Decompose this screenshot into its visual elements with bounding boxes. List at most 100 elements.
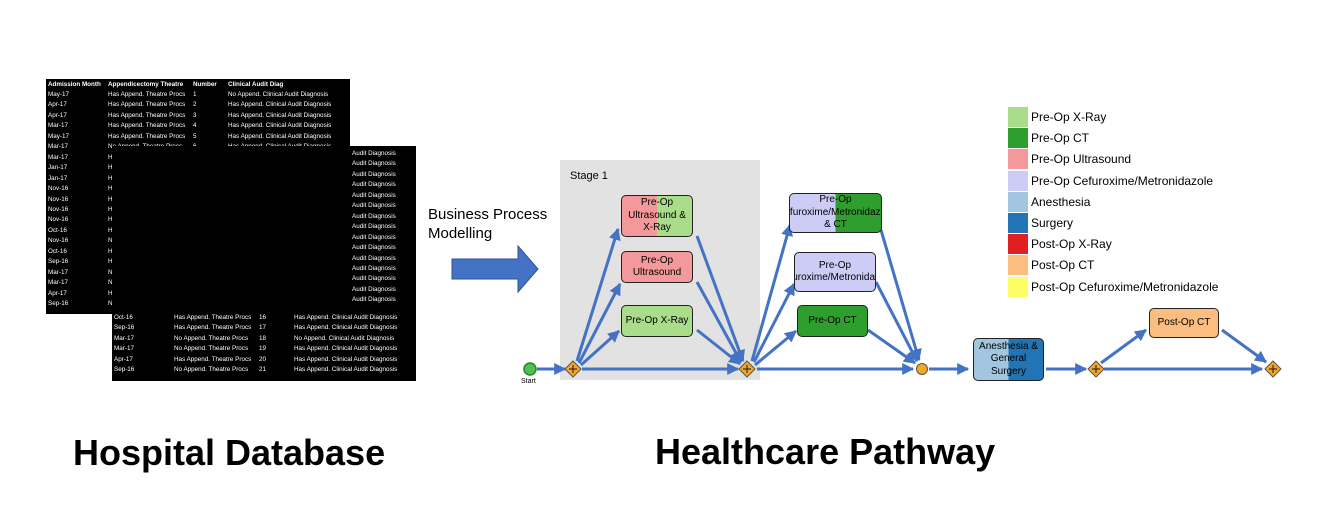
table-cell: Nov-16 — [48, 185, 69, 193]
table-cell: Has Append. Theatre Procs — [108, 91, 186, 98]
gateway-4 — [1264, 360, 1282, 378]
table-cell: Has Append. Clinical Audit Diagnosis — [294, 314, 398, 321]
table-cell: Apr-17 — [114, 355, 133, 363]
edge-usxray-gw2 — [695, 235, 745, 363]
table-cell: Audit Diagnosis — [352, 223, 396, 231]
node-anesthesia-surgery: Anesthesia & General Surgery — [973, 338, 1044, 381]
table-cell: Has Append. Theatre Procs — [174, 324, 252, 332]
legend-label: Post-Op Cefuroxime/Metronidazole — [1031, 279, 1219, 294]
bpm-label-line1: Business Process — [428, 206, 548, 223]
table-cell: Has Append. Clinical Audit Diagnosis — [294, 324, 398, 332]
edge-gw2-cef — [752, 282, 796, 363]
table-cell: 3 — [193, 111, 197, 119]
table-row: Apr-17 Has Append. Theatre Procs 20 Has App… — [112, 355, 416, 365]
table-cell: Jan-17 — [48, 164, 68, 172]
legend-swatch — [1008, 107, 1028, 127]
table-cell: Has Append. Clinical Audit Diagnosis — [294, 355, 398, 363]
edge-gw2-cefct — [750, 223, 793, 362]
table-cell: 17 — [259, 324, 267, 332]
table-cell: Audit Diagnosis — [352, 150, 396, 157]
table-cell: 1 — [193, 91, 197, 98]
table-row: May-17 Has Append. Theatre Procs 1 No Appen… — [46, 90, 350, 100]
table-cell: Jan-17 — [48, 174, 68, 182]
table-cell: Mar-17 — [48, 268, 68, 276]
node-preop-xray: Pre-Op X-Ray — [621, 305, 693, 337]
table-cell: Has Append. Clinical Audit Diagnosis — [228, 122, 332, 130]
table-header-cell: Admission Month — [48, 81, 101, 88]
table-cell: Oct-16 — [48, 226, 67, 234]
legend-swatch — [1008, 255, 1028, 276]
table-cell: No Append. Clinical Audit Diagnosis — [294, 334, 395, 342]
table-cell: Audit Diagnosis — [352, 275, 396, 283]
legend-swatch — [1008, 234, 1028, 255]
table-cell: Has Append. Clinical Audit Diagnosis — [294, 345, 398, 353]
table-cell: Sep-16 — [114, 324, 135, 332]
legend-swatch — [1008, 276, 1028, 297]
edge-gw1-us — [577, 282, 622, 364]
table-cell: Apr-17 — [48, 289, 67, 297]
legend-label: Pre-Op CT — [1031, 131, 1090, 146]
bpm-label: Business Process Modelling — [428, 205, 547, 243]
legend-swatch — [1008, 213, 1028, 233]
start-label: Start — [521, 378, 536, 385]
table-cell: Audit Diagnosis — [352, 202, 396, 210]
edge-xray-gw2 — [696, 328, 741, 366]
table-header-cell: Number — [193, 81, 217, 88]
table-cell: Audit Diagnosis — [352, 254, 396, 262]
table-cell: 2 — [193, 101, 197, 109]
table-cell: Sep-16 — [114, 366, 135, 374]
node-preop-ct: Pre-Op CT — [797, 305, 868, 337]
healthcare-pathway-title: Healthcare Pathway — [655, 431, 996, 472]
edge-cef-merge — [874, 281, 919, 363]
node-postop-ct: Post-Op CT — [1149, 308, 1219, 338]
edge-gw1-usxray — [575, 227, 621, 362]
table-cell: Oct-16 — [114, 314, 133, 321]
node-preop-ultrasound: Pre-Op Ultrasound — [621, 251, 693, 283]
table-cell: Audit Diagnosis — [352, 181, 396, 189]
stage-1-label: Stage 1 — [570, 170, 608, 182]
table-cell: Apr-17 — [48, 111, 67, 119]
table-cell: Has Append. Theatre Procs — [108, 111, 186, 119]
table-cell: 4 — [193, 122, 197, 130]
edge-gw3-postct — [1100, 328, 1147, 365]
legend-label: Surgery — [1031, 216, 1074, 230]
table-cell: Sep-16 — [48, 300, 69, 307]
table-cell: Nov-16 — [48, 216, 69, 224]
node-preop-cefuroxime-ct: Pre-Op Cefuroxime/Metronidazole & CT — [789, 193, 882, 233]
hospital-database-title: Hospital Database — [73, 432, 386, 473]
edge-us-gw2 — [695, 281, 743, 364]
edge-postct-gw4 — [1221, 328, 1267, 364]
table-cell: Has Append. Clinical Audit Diagnosis — [228, 111, 332, 119]
table-cell: Has Append. Theatre Procs — [108, 122, 186, 130]
merge-event — [916, 363, 928, 375]
table-cell: Has Append. Clinical Audit Diagnosis — [228, 101, 332, 109]
table-cell: Audit Diagnosis — [352, 212, 396, 220]
table-header-cell: Clinical Audit Diag — [228, 81, 284, 88]
table-cell: Mar-17 — [114, 334, 134, 342]
table-cell: Audit Diagnosis — [352, 191, 396, 199]
table-cell: Audit Diagnosis — [352, 160, 396, 168]
table-cell: Has Append. Theatre Procs — [174, 355, 252, 363]
table-cell: Has Append. Clinical Audit Diagnosis — [294, 366, 398, 374]
legend-label: Pre-Op Ultrasound — [1031, 152, 1132, 167]
table-cell: 20 — [259, 355, 267, 363]
table-cell: May-17 — [48, 91, 69, 98]
gateway-2 — [738, 360, 756, 378]
node-preop-ultrasound-xray: Pre-Op Ultrasound & X-Ray — [621, 195, 693, 237]
table-cell: Apr-17 — [48, 101, 67, 109]
table-cell: No Append. Theatre Procs — [174, 345, 249, 353]
table-cell: No Append. Clinical Audit Diagnosis — [228, 91, 329, 98]
table-row: Sep-16 Has Append. Theatre Procs 17 Has App… — [112, 323, 416, 333]
edge-cefct-merge — [879, 229, 922, 362]
table-cell: Has Append. Clinical Audit Diagnosis — [228, 132, 332, 140]
table-cell: Nov-16 — [48, 237, 69, 245]
legend-swatch — [1008, 128, 1028, 149]
